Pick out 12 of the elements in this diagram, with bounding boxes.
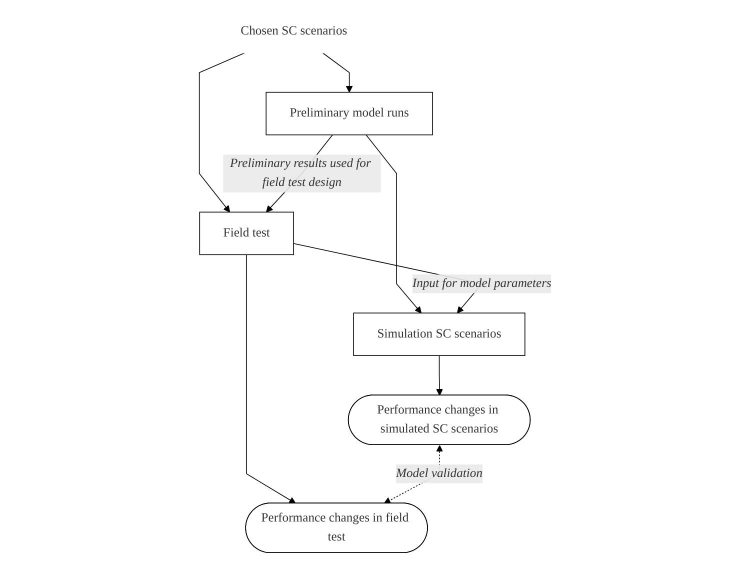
- edge-label: Input for model parameters: [412, 276, 552, 290]
- node-box: Simulation SC scenarios: [352, 312, 525, 356]
- arrow: [198, 52, 245, 212]
- arrow: [436, 355, 443, 396]
- node-box: Preliminary model runs: [265, 92, 432, 136]
- node-text: Chosen SC scenarios: [240, 24, 347, 38]
- arrow: [365, 134, 422, 314]
- arrow: [322, 52, 352, 93]
- edge-label: Preliminary results used for field test design: [230, 156, 371, 190]
- node-box: Field test: [198, 212, 294, 256]
- arrow: [246, 254, 296, 504]
- edge-label: Model validation: [396, 466, 482, 480]
